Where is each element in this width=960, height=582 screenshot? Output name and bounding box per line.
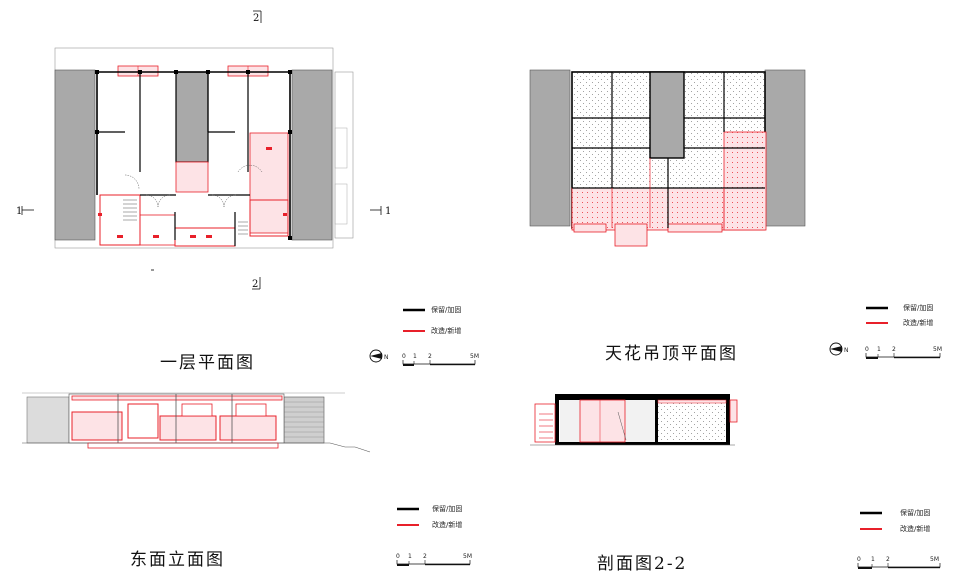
- section-mark-1-left: 1: [16, 206, 22, 217]
- section-title: 剖面图2-2: [597, 554, 688, 574]
- section-mark-2-bottom: 2: [252, 279, 258, 290]
- ceiling-plan: [529, 69, 806, 247]
- scale-label-1: 1: [408, 553, 412, 560]
- section-2-2: [530, 394, 738, 446]
- section-mark-2-top: 2: [253, 13, 259, 24]
- scale-label-1: 1: [871, 556, 875, 563]
- legend-new-label: 改造/新增: [431, 326, 461, 335]
- north-label: N: [384, 354, 389, 361]
- scale-label-2: 2: [886, 556, 890, 563]
- scale-label-5m: 5M: [930, 556, 939, 563]
- scale-label-2: 2: [423, 553, 427, 560]
- legend-section: 保留/加固 改造/新增: [860, 508, 930, 533]
- scale-label-0: 0: [865, 346, 869, 353]
- scale-bar-section: 0 1 2 5M: [857, 556, 941, 569]
- elevation-title: 东面立面图: [130, 550, 225, 570]
- scale-bar-ceiling: 0 1 2 5M: [865, 346, 942, 359]
- ceiling-title: 天花吊顶平面图: [605, 344, 738, 364]
- scale-label-5m: 5M: [463, 553, 472, 560]
- legend-new-label: 改造/新增: [432, 520, 462, 529]
- north-arrow-plan: N: [369, 349, 389, 363]
- legend-elevation: 保留/加固 改造/新增: [397, 504, 462, 529]
- scale-label-2: 2: [892, 346, 896, 353]
- legend-plan: 保留/加固 改造/新增: [403, 305, 461, 335]
- first-floor-plan: 2 2 1 1: [16, 10, 391, 290]
- north-label: N: [844, 347, 849, 354]
- scale-bar-plan: 0 1 2 5M: [402, 353, 479, 366]
- scale-label-0: 0: [857, 556, 861, 563]
- plan-title: 一层平面图: [160, 353, 255, 373]
- scale-label-5m: 5M: [470, 353, 479, 360]
- east-elevation: [22, 392, 371, 453]
- legend-new-label: 改造/新增: [900, 524, 930, 533]
- legend-keep-label: 保留/加固: [432, 504, 462, 513]
- legend-keep-label: 保留/加固: [431, 305, 461, 314]
- scale-label-1: 1: [413, 353, 417, 360]
- scale-label-0: 0: [402, 353, 406, 360]
- legend-keep-label: 保留/加固: [900, 508, 930, 517]
- north-arrow-ceiling: N: [829, 342, 849, 356]
- legend-new-label: 改造/新增: [903, 318, 933, 327]
- legend-ceiling: 保留/加固 改造/新增: [866, 303, 933, 327]
- scale-label-5m: 5M: [933, 346, 942, 353]
- scale-label-1: 1: [877, 346, 881, 353]
- legend-keep-label: 保留/加固: [903, 303, 933, 312]
- scale-label-0: 0: [396, 553, 400, 560]
- section-mark-1-right: 1: [385, 206, 391, 217]
- scale-bar-elevation: 0 1 2 5M: [396, 553, 472, 566]
- scale-label-2: 2: [428, 353, 432, 360]
